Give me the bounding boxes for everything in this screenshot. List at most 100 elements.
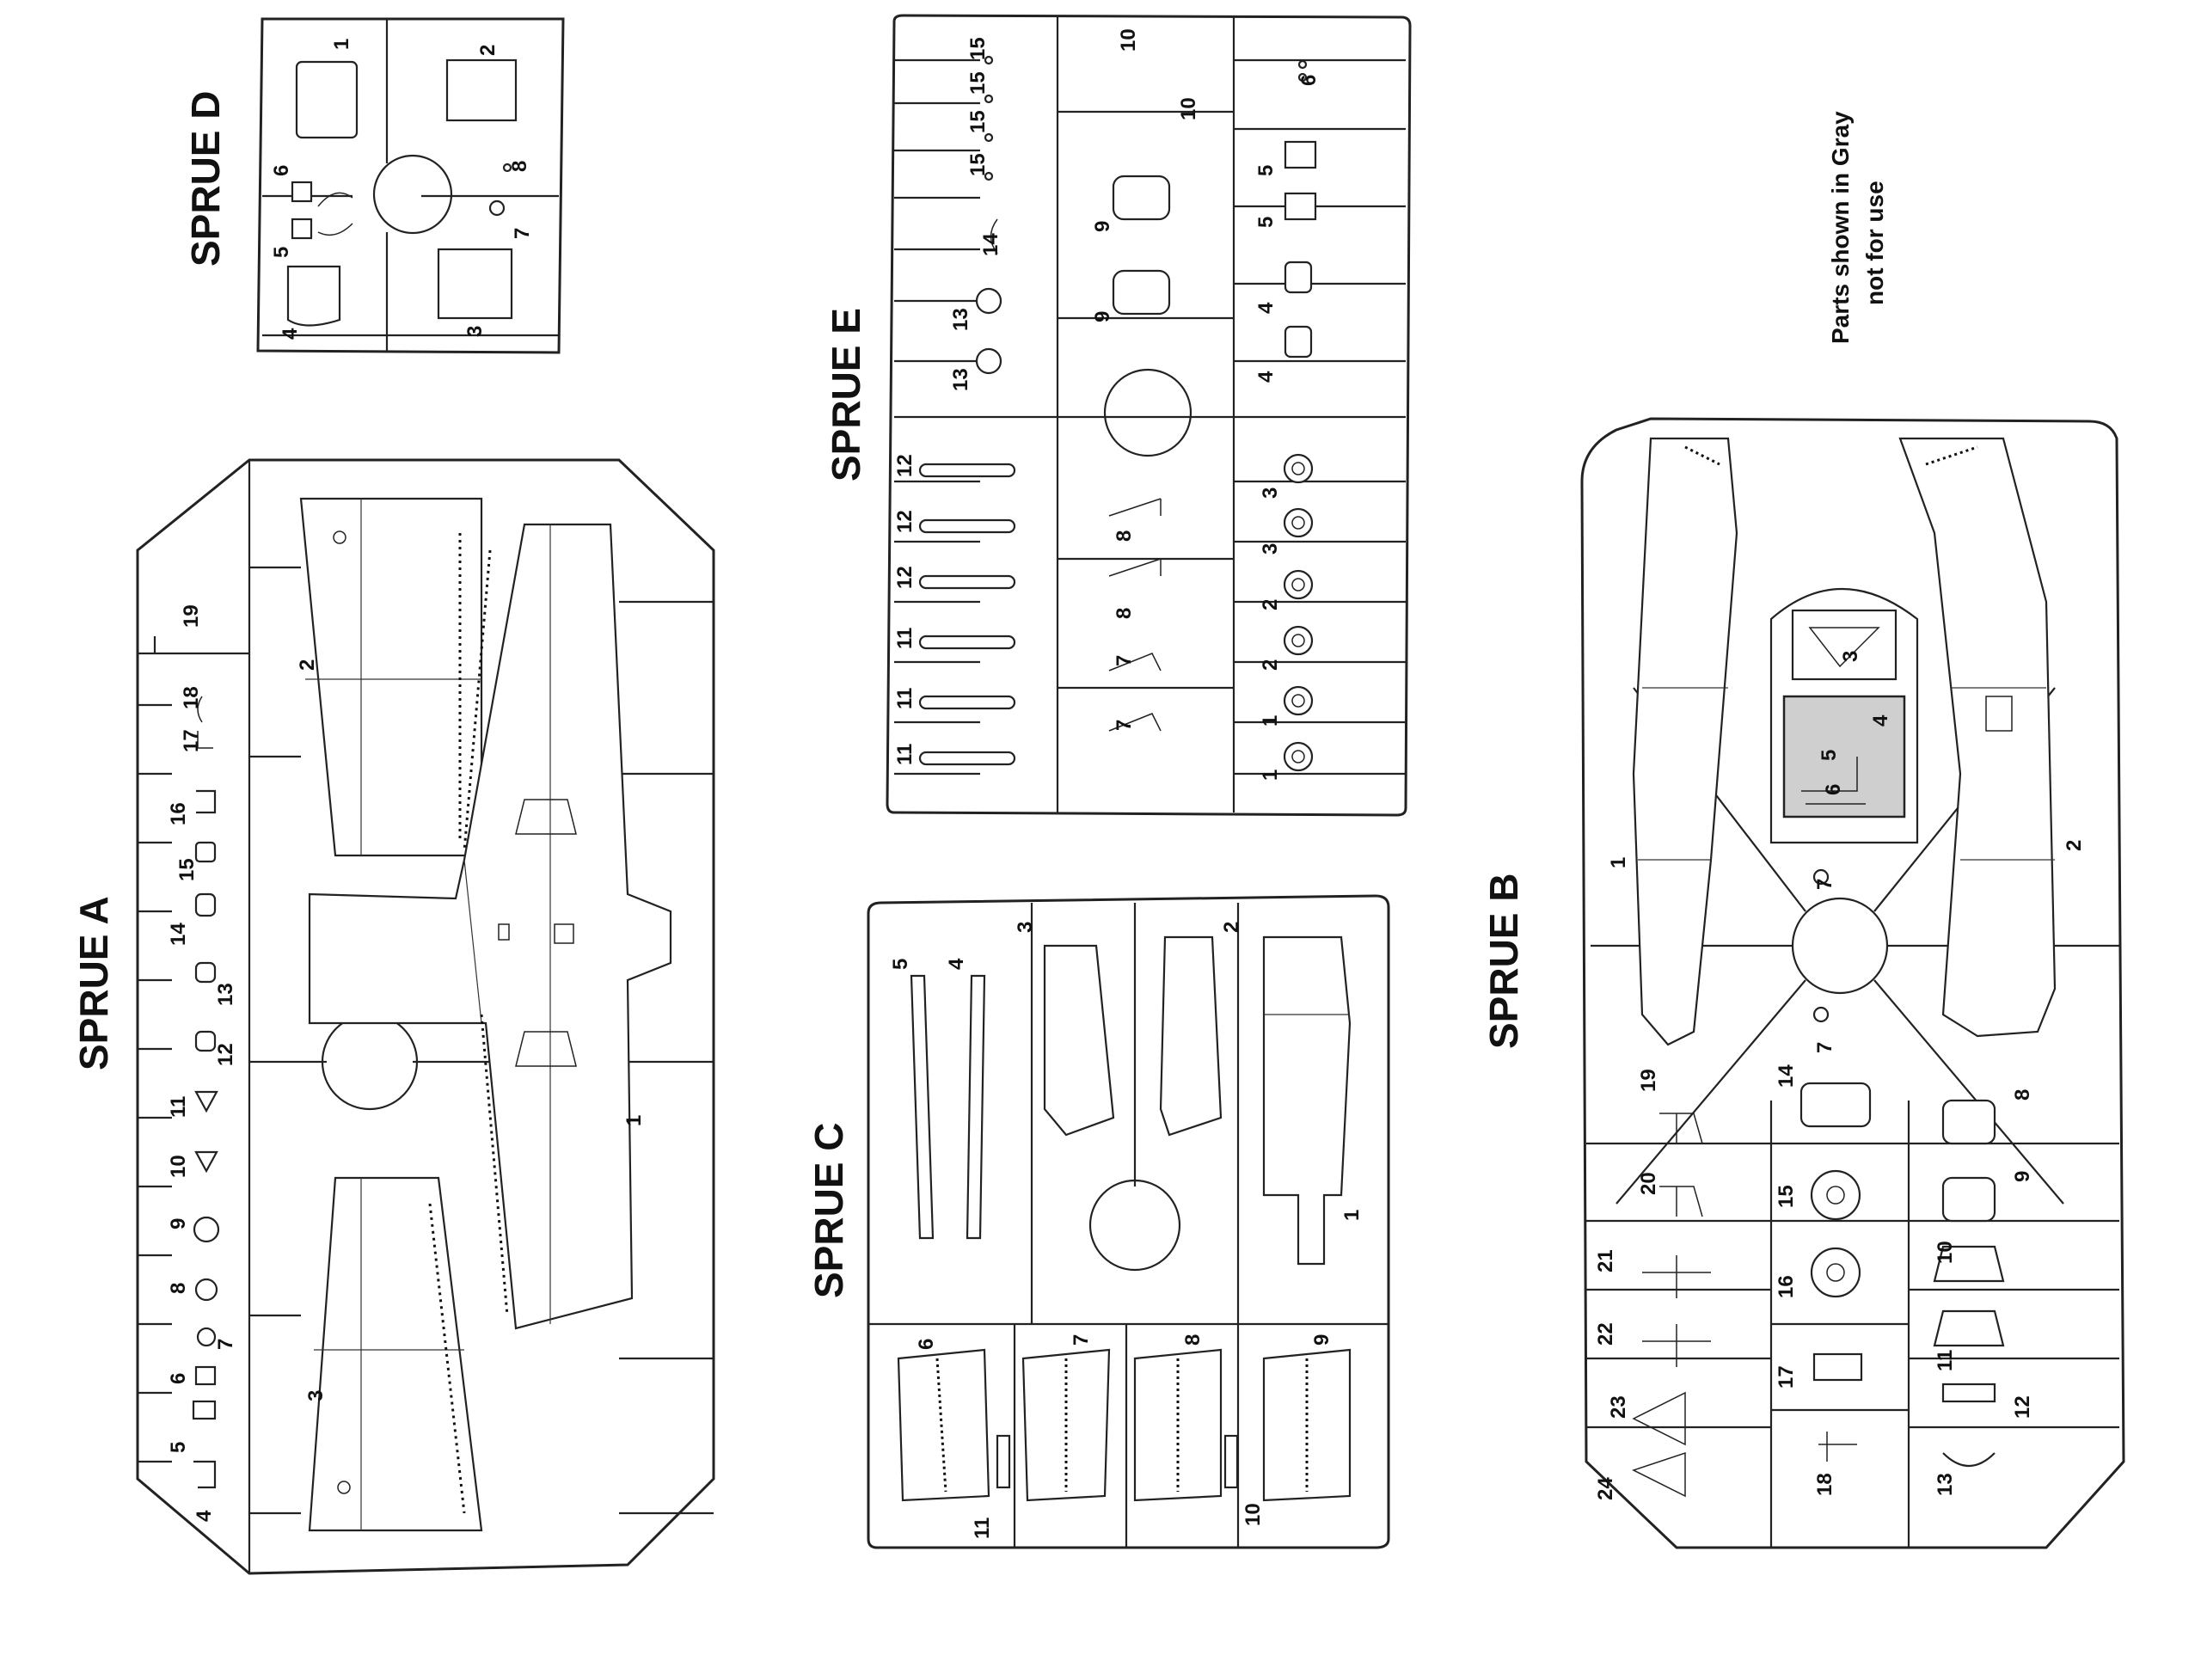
part-number-label: 24	[1594, 1477, 1617, 1500]
part-number-label: 7	[1813, 1042, 1836, 1053]
part-number-label: 8	[167, 1283, 190, 1294]
sprue-a-small-parts	[153, 636, 220, 1489]
part-number-label: 6	[1822, 784, 1845, 795]
part-number-label: 17	[1775, 1365, 1798, 1389]
sprue-e-tube-parts	[918, 463, 1016, 766]
part-number-label: 10	[1117, 28, 1140, 52]
part-number-label: 10	[1177, 97, 1200, 120]
part-number-label: 18	[180, 686, 203, 709]
sprue-b-grey-panel	[1782, 695, 1906, 819]
sprue-d-part-7	[488, 199, 506, 217]
note-line-1: Parts shown in Gray	[1827, 111, 1854, 344]
part-number-label: 15	[966, 153, 990, 176]
part-number-label: 2	[1259, 659, 1282, 671]
part-number-label: 22	[1594, 1322, 1617, 1346]
part-number-label: 1	[1259, 769, 1282, 781]
sprue-d-num: 6	[270, 165, 293, 176]
sprue-d-num: 3	[463, 326, 487, 337]
part-number-label: 5	[1818, 750, 1841, 761]
part-number-label: 7	[1813, 879, 1836, 890]
sprue-e: SPRUE E	[824, 14, 1412, 817]
part-number-label: 10	[1934, 1241, 1957, 1264]
part-number-label: 23	[1607, 1395, 1630, 1419]
part-number-label: 11	[893, 744, 917, 765]
part-number-label: 4	[1869, 714, 1892, 727]
sprue-e-part-9b	[1112, 269, 1171, 316]
part-number-label: 4	[1254, 302, 1278, 314]
part-number-label: 3	[1259, 543, 1282, 555]
sprue-d-part-1	[295, 60, 359, 139]
sprue-d-num: 1	[330, 39, 353, 50]
sprue-d-num: 4	[279, 328, 302, 340]
part-number-label: 20	[1637, 1172, 1660, 1195]
sprue-a-part-2-wing	[299, 497, 483, 857]
sprue-e-part-9a	[1112, 175, 1171, 221]
sprue-a-part-numbers: 1 2 3 4 5 6 7 8 9 10 11 12 13 14 15 16 1…	[167, 604, 646, 1522]
part-number-label: 10	[1242, 1503, 1265, 1526]
part-number-label: 1	[1607, 857, 1630, 868]
sprue-d-title: SPRUE D	[183, 91, 228, 267]
sprue-a: SPRUE A	[71, 458, 715, 1575]
sprue-b: SPRUE B	[1481, 417, 2125, 1549]
part-number-label: 5	[167, 1442, 190, 1453]
unused-parts-note: Parts shown in Gray not for use	[1827, 111, 1888, 344]
sprue-e-small-parts	[975, 55, 1002, 375]
part-number-label: 9	[1091, 311, 1114, 322]
part-number-label: 4	[1254, 371, 1278, 383]
part-number-label: 6	[915, 1339, 938, 1350]
part-number-label: 8	[2011, 1089, 2034, 1101]
part-number-label: 7	[1113, 655, 1136, 666]
part-number-label: 13	[214, 983, 237, 1006]
sprue-a-part-1-fuselage	[308, 523, 672, 1330]
part-number-label: 3	[1839, 651, 1862, 662]
part-number-label: 21	[1594, 1249, 1617, 1272]
part-number-label: 13	[1934, 1473, 1957, 1496]
part-number-label: 3	[1014, 922, 1037, 933]
sprue-d-part-2	[445, 58, 518, 122]
part-number-label: 12	[893, 566, 917, 589]
sprue-e-wheel-parts	[1283, 453, 1314, 772]
part-number-label: 15	[966, 37, 990, 60]
part-number-label: 17	[180, 729, 203, 752]
part-number-label: 7	[1113, 720, 1136, 731]
sprue-b-part-numbers: 1 2 3 4 5 6 7 7 8 9 10 11 12 13 14 15 16…	[1594, 651, 2086, 1500]
sprue-c-part-1	[1262, 935, 1352, 1266]
part-number-label: 15	[966, 71, 990, 95]
part-number-label: 2	[296, 659, 319, 671]
sprue-d-part-6	[291, 181, 313, 203]
part-number-label: 12	[893, 454, 917, 477]
sprue-e-part-numbers: 1 1 2 2 3 3 4 4 5 5 6 7 7 8 8 9 9 10 10 …	[893, 28, 1321, 781]
part-number-label: 5	[1254, 165, 1278, 176]
part-number-label: 15	[1775, 1185, 1798, 1208]
sprue-c-title: SPRUE C	[806, 1123, 851, 1298]
part-number-label: 2	[1259, 599, 1282, 610]
part-number-label: 9	[2011, 1171, 2034, 1182]
part-number-label: 5	[889, 959, 912, 970]
sprue-d-num: 5	[270, 247, 293, 258]
sprue-b-part-2-wing	[1898, 437, 2057, 1038]
part-number-label: 15	[175, 858, 199, 881]
part-number-label: 8	[1181, 1334, 1205, 1346]
part-number-label: 11	[893, 628, 917, 649]
sprue-c-part-numbers: 1 2 3 4 5 6 7 8 9 10 11	[889, 922, 1364, 1539]
sprue-c-part-2	[1159, 935, 1223, 1137]
part-number-label: 5	[1254, 217, 1278, 228]
part-number-label: 7	[214, 1339, 237, 1350]
part-number-label: 12	[893, 510, 917, 533]
part-number-label: 9	[1091, 221, 1114, 232]
sprue-e-title: SPRUE E	[824, 308, 868, 481]
part-number-label: 12	[214, 1043, 237, 1066]
part-number-label: 8	[1113, 608, 1136, 619]
part-number-label: 7	[1070, 1334, 1093, 1346]
part-number-label: 13	[949, 368, 972, 391]
sprue-d-part-5	[291, 218, 313, 240]
part-number-label: 19	[1637, 1069, 1660, 1092]
sprue-d-part-numbers: 1 2 3 4 5 6 7 8	[270, 39, 534, 340]
sprue-d: SPRUE D 1 2 3 4 5 6 7 8	[183, 17, 565, 354]
part-number-label: 19	[180, 604, 203, 628]
part-number-label: 11	[167, 1096, 190, 1118]
part-number-label: 3	[1259, 487, 1282, 499]
sprue-c-part-5	[910, 974, 935, 1240]
part-number-label: 12	[2011, 1395, 2034, 1419]
